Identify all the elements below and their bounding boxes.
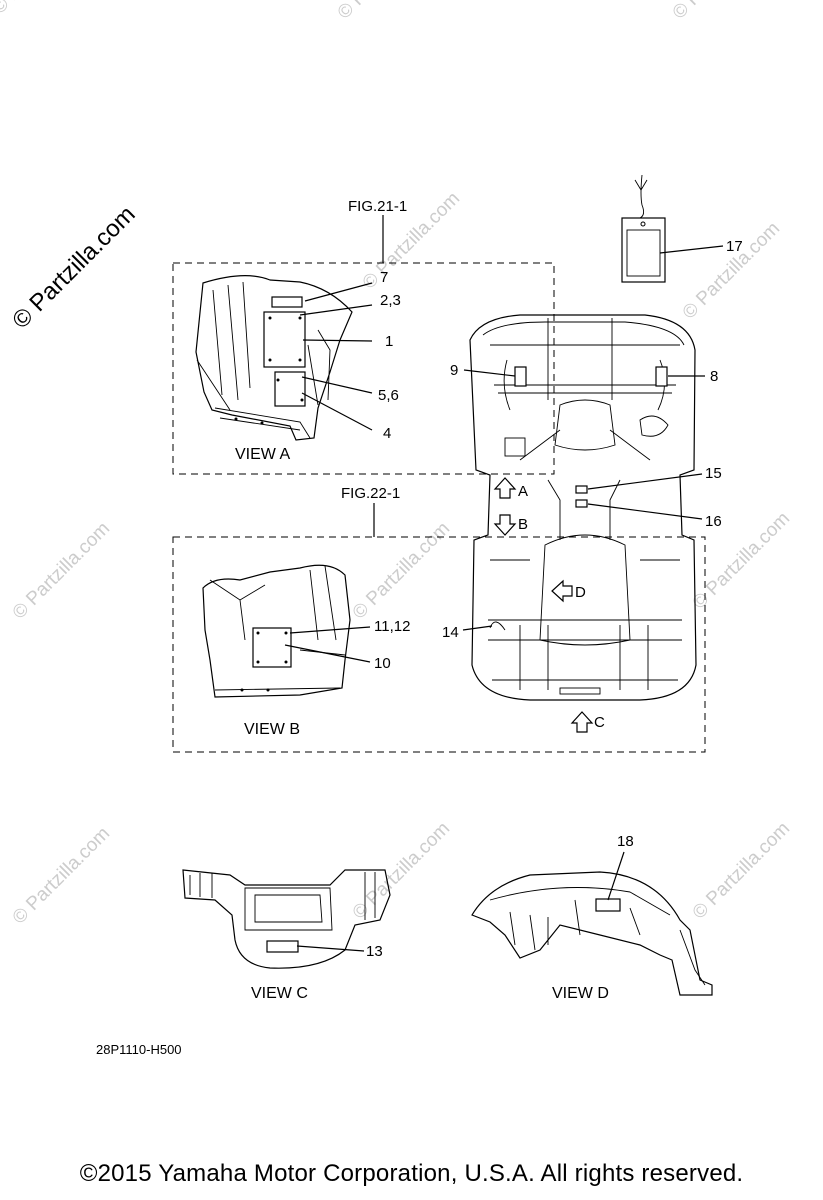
arrow-down-icon (493, 514, 517, 536)
watermark: © Partzilla.com (9, 518, 114, 623)
watermark: © Partzilla.com (689, 818, 794, 923)
callout-15: 15 (705, 465, 722, 482)
callout-2-3: 2,3 (380, 292, 401, 309)
leader-11-12 (289, 626, 371, 634)
copyright-notice: ©2015 Yamaha Motor Corporation, U.S.A. A… (79, 1160, 744, 1187)
arrow-a-label: A (518, 483, 528, 500)
leader-1 (302, 339, 373, 342)
watermark: © Partzilla.com (669, 0, 774, 24)
watermark: © Partzilla.com (679, 218, 784, 323)
callout-4: 4 (383, 425, 391, 442)
leader-13 (296, 945, 365, 952)
callout-8: 8 (710, 368, 718, 385)
arrow-left-icon (551, 579, 573, 603)
watermark: © Partzilla.com (9, 823, 114, 928)
watermark: © Partzilla.com (0, 0, 94, 19)
leader-17 (659, 245, 724, 254)
leader-14 (462, 625, 493, 631)
callout-11-12: 11,12 (374, 618, 410, 635)
arrow-d-label: D (575, 584, 586, 601)
view-c-fender-drawing (182, 869, 391, 969)
callout-5-6: 5,6 (378, 387, 399, 404)
callout-1: 1 (385, 333, 393, 350)
fig-ref-22: FIG.22-1 (341, 485, 400, 502)
view-d-label: VIEW D (552, 985, 609, 1002)
watermark: © Partzilla.com (349, 518, 454, 623)
leader-15 (587, 473, 703, 490)
callout-7: 7 (380, 269, 388, 286)
leader-10 (284, 644, 371, 663)
callout-16: 16 (705, 513, 722, 530)
leader-2-3 (299, 304, 373, 316)
leader-7 (304, 282, 373, 302)
fig-ref-21: FIG.21-1 (348, 198, 407, 215)
hang-tag-drawing (621, 174, 666, 283)
view-d-fender-drawing (471, 871, 713, 996)
leader-4 (301, 392, 373, 431)
watermark-layer: © Partzilla.com © Partzilla.com © Partzi… (0, 0, 794, 929)
view-a-frame (172, 262, 555, 475)
view-a-label: VIEW A (235, 446, 290, 463)
arrow-up-icon (570, 711, 594, 733)
leader-18 (607, 851, 625, 901)
callout-17: 17 (726, 238, 743, 255)
partzilla-watermark: © Partzilla.com (7, 201, 140, 334)
callout-9: 9 (450, 362, 458, 379)
watermark: © Partzilla.com (349, 818, 454, 923)
view-b-fender-drawing (202, 564, 351, 698)
leader-16 (587, 503, 703, 520)
leader-5-6 (301, 376, 373, 394)
view-b-frame (172, 536, 706, 753)
arrow-up-icon (493, 477, 517, 499)
view-c-label: VIEW C (251, 985, 308, 1002)
view-a-fender-drawing (195, 275, 353, 441)
part-code: 28P1110-H500 (96, 1042, 182, 1057)
arrow-c-label: C (594, 714, 605, 731)
leader-9 (463, 369, 516, 377)
atv-top-view-drawing (469, 314, 697, 701)
watermark: © Partzilla.com (334, 0, 439, 24)
arrow-b-label: B (518, 516, 528, 533)
callout-10: 10 (374, 655, 391, 672)
view-b-label: VIEW B (244, 721, 300, 738)
callout-13: 13 (366, 943, 383, 960)
callout-18: 18 (617, 833, 634, 850)
callout-14: 14 (442, 624, 459, 641)
